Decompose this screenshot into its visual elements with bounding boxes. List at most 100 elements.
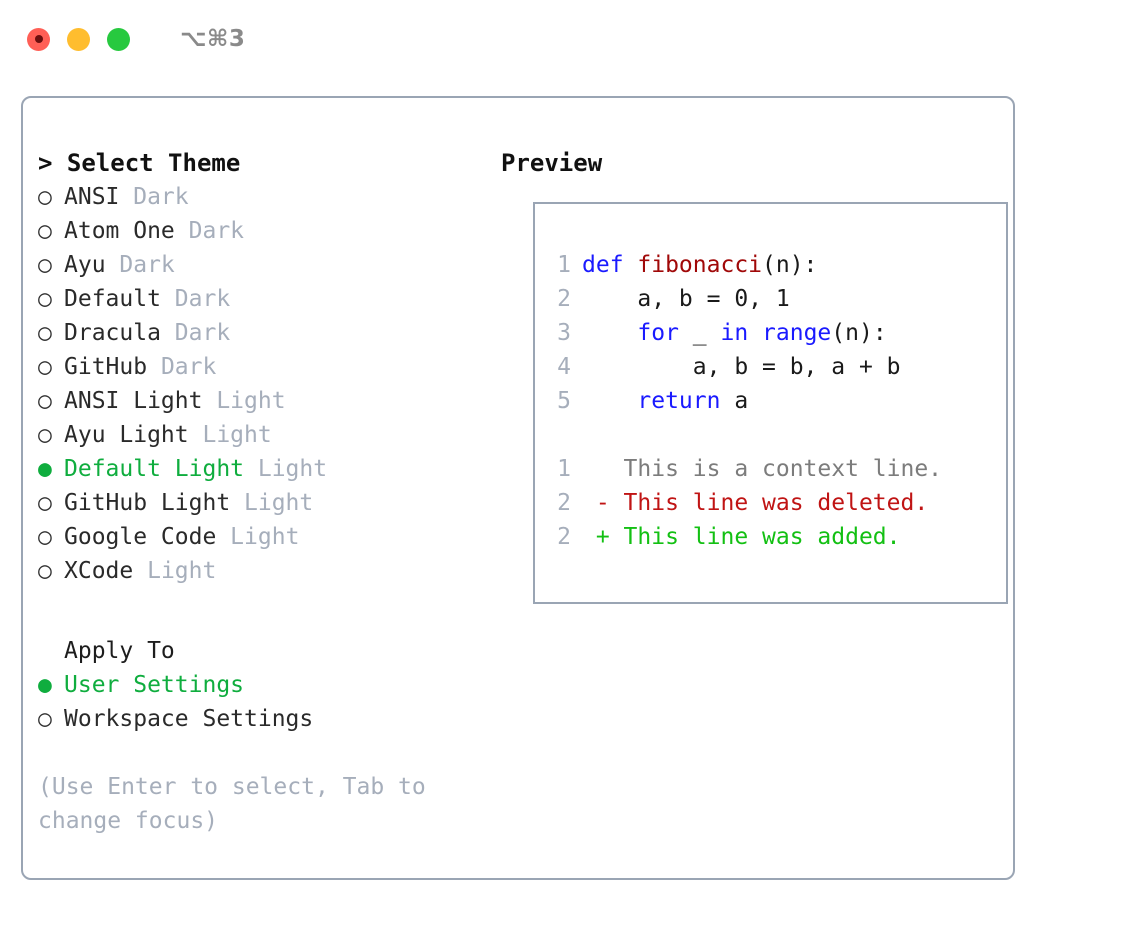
theme-option-label: Default <box>64 286 161 312</box>
theme-option-label: Dracula <box>64 320 161 346</box>
code-line: 5 return a <box>553 384 942 418</box>
code-token-plain: (n): <box>831 320 887 346</box>
traffic-light-group <box>27 27 130 51</box>
theme-option-atom-one[interactable]: ○Atom One Dark <box>38 214 488 248</box>
theme-option-mode-badge: Light <box>244 456 328 482</box>
title-bar: ⌥⌘3 <box>0 0 1140 78</box>
code-line: 1 This is a context line. <box>553 452 942 486</box>
minimize-button[interactable] <box>67 27 90 51</box>
theme-option-mode-badge: Dark <box>160 286 231 312</box>
code-token-plain <box>582 320 637 346</box>
code-line-number: 1 <box>557 252 571 278</box>
code-line: 3 for _ in range(n): <box>553 316 942 350</box>
code-token-plain: (n): <box>762 252 818 278</box>
theme-option-google-code[interactable]: ○ Google Code Light <box>38 520 488 554</box>
theme-option-mode-badge: Light <box>188 422 272 448</box>
code-line: 2 - This line was deleted. <box>553 486 942 520</box>
code-line-number: 2 <box>557 286 571 312</box>
radio-unselected-icon: ○ <box>38 184 52 210</box>
theme-option-default[interactable]: ○ Default Dark <box>38 282 488 316</box>
radio-selected-icon: ● <box>38 456 52 482</box>
apply-option-user-settings[interactable]: ● User Settings <box>38 668 488 702</box>
code-line-number: 1 <box>557 456 571 482</box>
theme-option-default-light[interactable]: ●Default Light Light <box>38 452 488 486</box>
theme-option-mode-badge: Dark <box>160 320 231 346</box>
theme-option-mode-badge: Dark <box>119 184 189 210</box>
radio-unselected-icon: ○ <box>38 490 52 516</box>
code-line-number: 2 <box>557 524 571 550</box>
radio-unselected-icon: ○ <box>38 218 52 244</box>
theme-option-mode-badge: Light <box>216 524 300 550</box>
radio-unselected-icon: ○ <box>38 422 52 448</box>
radio-unselected-icon: ○ <box>38 388 52 414</box>
code-token-del: - This line was deleted. <box>582 490 929 516</box>
code-token-kw: return <box>637 388 721 414</box>
theme-option-ayu[interactable]: ○ Ayu Dark <box>38 248 488 282</box>
theme-option-mode-badge: Light <box>230 490 314 516</box>
code-token-plain: a, b = 0, 1 <box>582 286 790 312</box>
keyboard-shortcut-label: ⌥⌘3 <box>180 26 246 52</box>
radio-selected-icon: ● <box>38 672 52 698</box>
radio-unselected-icon: ○ <box>38 286 52 312</box>
code-token-plain <box>582 388 637 414</box>
theme-option-mode-badge: Light <box>133 558 217 584</box>
code-line-number: 4 <box>557 354 571 380</box>
code-line: 2 a, b = 0, 1 <box>553 282 942 316</box>
code-token-add: + This line was added. <box>582 524 901 550</box>
maximize-button[interactable] <box>107 27 130 51</box>
radio-unselected-icon: ○ <box>38 252 52 278</box>
theme-option-label: Ayu Light <box>64 422 189 448</box>
theme-selection-column: > Select Theme ○ANSI Dark○Atom One Dark○… <box>38 146 488 838</box>
apply-option-label: User Settings <box>64 672 245 698</box>
apply-to-section: Apply To ● User Settings ○ Workspace Settin… <box>38 634 488 736</box>
code-token-fn: fibonacci <box>637 252 763 278</box>
code-line: 1 def fibonacci(n): <box>553 248 942 282</box>
radio-unselected-icon: ○ <box>38 354 52 380</box>
theme-option-ansi[interactable]: ○ ANSI Dark <box>38 180 488 214</box>
apply-option-label: Workspace Settings <box>64 706 314 732</box>
theme-option-github-light[interactable]: ○GitHub Light Light <box>38 486 488 520</box>
main-panel: > Select Theme ○ANSI Dark○Atom One Dark○… <box>21 96 1015 880</box>
code-line-number: 3 <box>557 320 571 346</box>
theme-option-label: GitHub <box>64 354 148 380</box>
theme-option-github[interactable]: ○ GitHub Dark <box>38 350 488 384</box>
close-button[interactable] <box>27 27 50 51</box>
code-token-kw: for <box>637 320 679 346</box>
theme-option-label: ANSI Light <box>64 388 203 414</box>
code-token-plain: a <box>720 388 749 414</box>
code-line-number: 5 <box>557 388 571 414</box>
theme-option-ansi-light[interactable]: ○ ANSI Light Light <box>38 384 488 418</box>
theme-option-mode-badge: Dark <box>105 252 175 278</box>
apply-to-list[interactable]: ● User Settings ○ Workspace Settings <box>38 668 488 736</box>
theme-option-mode-badge: Light <box>202 388 286 414</box>
theme-option-ayu-light[interactable]: ○ Ayu Light Light <box>38 418 488 452</box>
radio-unselected-icon: ○ <box>38 558 52 584</box>
code-line <box>553 418 942 452</box>
theme-option-dracula[interactable]: ○ Dracula Dark <box>38 316 488 350</box>
radio-unselected-icon: ○ <box>38 706 52 732</box>
code-token-kw: def <box>582 252 638 278</box>
theme-option-mode-badge: Dark <box>147 354 217 380</box>
select-theme-header: > Select Theme <box>38 149 241 177</box>
code-token-plain: a, b = b, a + b <box>582 354 901 380</box>
preview-header: Preview <box>501 149 603 177</box>
theme-list[interactable]: ○ANSI Dark○Atom One Dark○Ayu Dark○Defaul… <box>38 180 488 588</box>
radio-unselected-icon: ○ <box>38 524 52 550</box>
theme-option-label: XCode <box>64 558 134 584</box>
theme-option-label: Google Code <box>64 524 217 550</box>
keyboard-hint-text: (Use Enter to select, Tab to change focu… <box>38 774 426 834</box>
code-token-kw: in <box>720 320 749 346</box>
theme-option-label: Ayu <box>64 252 106 278</box>
theme-option-xcode[interactable]: ○ XCode Light <box>38 554 488 588</box>
theme-option-label: ANSI <box>64 184 120 210</box>
apply-option-workspace-settings[interactable]: ○ Workspace Settings <box>38 702 488 736</box>
code-token-plain: _ <box>678 320 721 346</box>
apply-to-heading: Apply To <box>64 638 175 664</box>
radio-unselected-icon: ○ <box>38 320 52 346</box>
code-line: 4 a, b = b, a + b <box>553 350 942 384</box>
code-line: 2 + This line was added. <box>553 520 942 554</box>
